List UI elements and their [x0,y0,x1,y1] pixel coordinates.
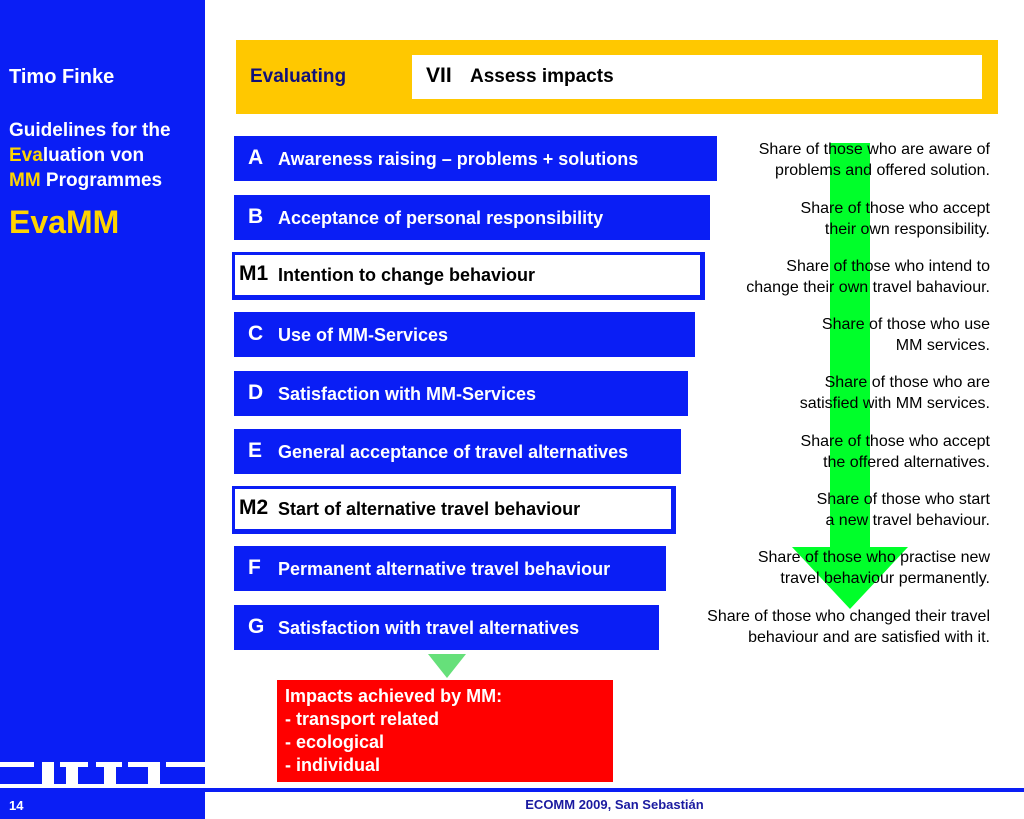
description-line: Share of those who accept [800,200,990,217]
step-label: Use of MM-Services [278,325,449,345]
milestone-m2: M2 Start of alternative travel behaviour [232,486,676,534]
guidelines-line-3-rest: Programmes [40,170,163,191]
header-step-number: VII [426,64,452,87]
description-line: satisfied with MM services. [799,395,990,412]
step-letter: C [248,322,264,345]
guidelines-highlight-mm: MM [9,170,41,191]
description-line: Share of those who start [816,491,990,508]
impacts-box: Impacts achieved by MM: - transport rela… [277,680,613,782]
guidelines-title: Guidelines for the Evaluation von MM Pro… [9,118,171,193]
description-f: Share of those who practise new travel b… [650,547,990,589]
impacts-item: - transport related [285,709,440,729]
step-d: D Satisfaction with MM-Services [234,371,688,416]
step-label: Acceptance of personal responsibility [278,208,604,228]
description-c: Share of those who use MM services. [650,314,990,356]
logo-graphic [0,762,205,788]
description-line: Share of those who accept [800,433,990,450]
footer-divider [205,788,1024,792]
step-e: E General acceptance of travel alternati… [234,429,681,474]
guidelines-line-2-rest: luation von [42,145,145,166]
brand-title: EvaMM [9,204,120,240]
milestone-label: Intention to change behaviour [278,265,536,285]
impacts-item: - individual [285,755,381,775]
description-b: Share of those who accept their own resp… [650,198,990,240]
author-name: Timo Finke [9,66,115,88]
description-e: Share of those who accept the offered al… [650,431,990,473]
description-g: Share of those who changed their travel … [610,606,990,648]
description-line: their own responsibility. [824,221,990,238]
header-box: VII Assess impacts [412,55,982,99]
green-down-arrow [792,143,908,609]
milestone-label: Start of alternative travel behaviour [278,499,581,519]
description-line: Share of those who practise new [757,549,990,566]
description-m2: Share of those who start a new travel be… [650,489,990,531]
step-a: A Awareness raising – problems + solutio… [234,136,717,181]
description-line: Share of those who changed their travel [707,608,990,625]
step-letter: A [248,146,264,169]
step-label: Awareness raising – problems + solutions [278,149,639,169]
description-m1: Share of those who intend to change thei… [650,256,990,298]
description-line: Share of those who are aware of [758,141,990,158]
description-d: Share of those who are satisfied with MM… [650,372,990,414]
description-line: problems and offered solution. [775,162,990,179]
description-line: a new travel behaviour. [825,512,990,529]
description-line: the offered alternatives. [823,454,990,471]
step-f: F Permanent alternative travel behaviour [234,546,666,591]
impacts-item: - ecological [285,732,385,752]
description-line: travel behaviour permanently. [780,570,990,587]
description-line: Share of those who are [824,374,990,391]
step-c: C Use of MM-Services [234,312,695,357]
description-line: change their own travel bahaviour. [746,279,990,296]
milestone-letter: M1 [239,262,269,285]
guidelines-line-2: Evaluation von [9,143,171,168]
description-line: MM services. [895,337,990,354]
sidebar: Timo Finke Guidelines for the Evaluation… [0,0,205,819]
footer-text: ECOMM 2009, San Sebastián [525,797,704,812]
step-letter: D [248,381,264,404]
guidelines-line-3: MM Programmes [9,168,171,193]
description-a: Share of those who are aware of problems… [650,139,990,181]
step-label: Satisfaction with travel alternatives [278,618,580,638]
step-letter: G [248,615,265,638]
milestone-m1: M1 Intention to change behaviour [232,252,705,300]
step-b: B Acceptance of personal responsibility [234,195,710,240]
step-label: Permanent alternative travel behaviour [278,559,611,579]
description-line: behaviour and are satisfied with it. [748,629,990,646]
step-g: G Satisfaction with travel alternatives [234,605,659,650]
impacts-title: Impacts achieved by MM: [285,686,503,706]
description-line: Share of those who use [821,316,990,333]
header-label: Evaluating [250,66,347,87]
step-label: Satisfaction with MM-Services [278,384,537,404]
guidelines-highlight-eva: Eva [9,145,43,166]
milestone-letter: M2 [239,496,269,519]
step-label: General acceptance of travel alternative… [278,442,629,462]
step-letter: E [248,439,263,462]
header-banner: Evaluating VII Assess impacts [236,40,998,114]
step-letter: B [248,205,264,228]
guidelines-line-1: Guidelines for the [9,120,171,141]
step-letter: F [248,556,261,579]
slide-number: 14 [9,798,24,813]
small-down-arrow-icon [428,654,466,678]
header-title: Assess impacts [470,66,614,87]
description-line: Share of those who intend to [786,258,990,275]
